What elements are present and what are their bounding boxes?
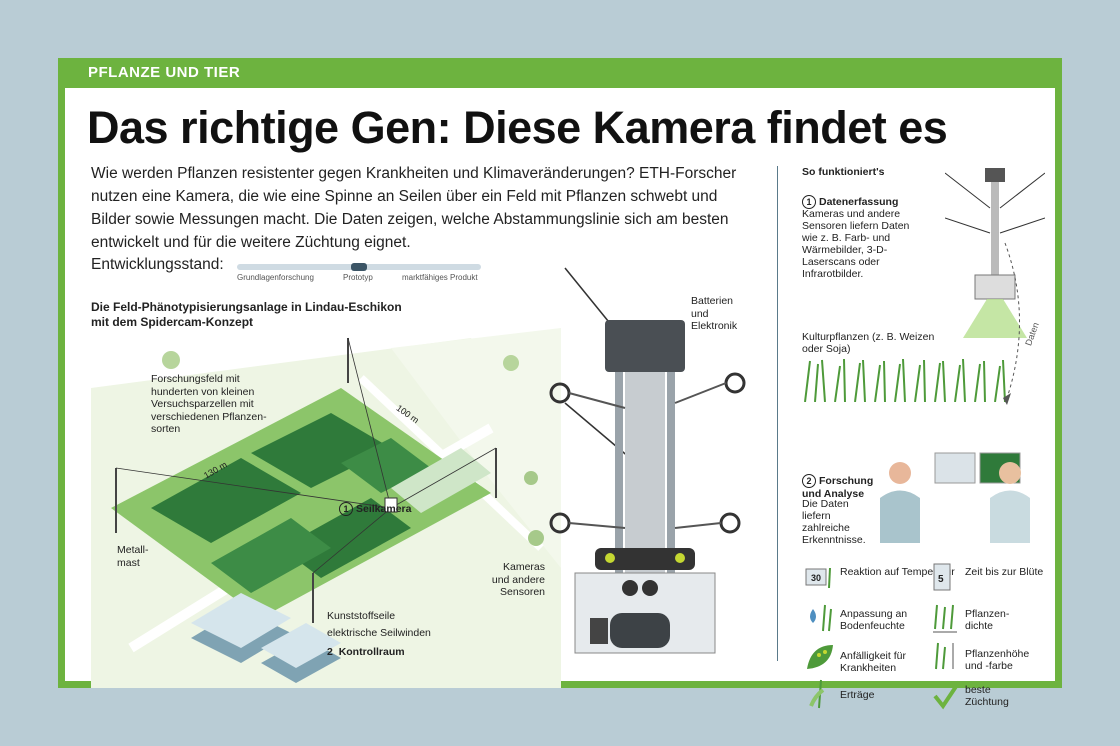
insight-plant-height: Pflanzenhöhe und -farbe: [965, 648, 1030, 672]
field-illustration: [91, 328, 561, 688]
plant-density-icon: [933, 604, 957, 633]
winches-label: elektrische Seilwinden: [327, 627, 431, 639]
field-title: Die Feld-Phänotypisierungsanlage in Lind…: [91, 300, 402, 329]
step2-text: Die Daten liefern zahlreiche Erkenntniss…: [802, 498, 866, 546]
category-label: PFLANZE UND TIER: [88, 64, 241, 81]
insight-bloom-time: Zeit bis zur Blüte: [965, 566, 1044, 578]
insight-soil-moisture: Anpassung an Bodenfeuchte: [840, 608, 908, 632]
control-room-label: 2 Kontrollraum: [327, 646, 405, 658]
leaf-disease-icon: [807, 645, 833, 669]
thermometer-icon: [805, 567, 831, 589]
headline: Das richtige Gen: Diese Kamera findet es: [87, 102, 948, 153]
calendar-badge: 5: [938, 574, 944, 585]
intro-text: Wie werden Pflanzen resistenter gegen Kr…: [91, 165, 737, 251]
insight-yield: Erträge: [840, 689, 875, 701]
research-field-label: Forschungsfeld mit hunderten von kleinen…: [151, 373, 267, 435]
mini-camera-illustration: [945, 168, 1045, 338]
development-track: [237, 263, 481, 271]
plastic-ropes-label: Kunststoffseile: [327, 610, 396, 622]
yield-icon: [809, 679, 825, 709]
how-title: So funktioniert's: [802, 166, 885, 178]
water-drop-icon: [810, 604, 832, 632]
mast-label: Metall-mast: [117, 544, 149, 569]
thermometer-badge: 30: [811, 573, 822, 583]
insight-plant-density: Pflanzen-dichte: [965, 608, 1010, 632]
insight-temperature: Reaktion auf Temperatur: [840, 566, 955, 578]
insight-best-breeding: beste Züchtung: [965, 684, 1009, 708]
insight-disease: Anfälligkeit für Krankheiten: [840, 650, 906, 674]
content-panel: Das richtige Gen: Diese Kamera findet es…: [65, 88, 1055, 710]
column-divider: [777, 166, 778, 661]
stage-label: Grundlagenforschung: [237, 273, 314, 282]
development-label: Entwicklungsstand:: [91, 256, 224, 273]
step1-text: Kameras und andere Sensoren liefern Date…: [802, 208, 910, 280]
stage-label: Prototyp: [343, 273, 373, 282]
battery-label: Batterien und Elektronik: [691, 295, 738, 332]
stage-label: marktfähiges Produkt: [402, 273, 478, 282]
sensors-label: Kameras und andere Sensoren: [491, 561, 545, 598]
crops-label: Kulturpflanzen (z. B. Weizen oder Soja): [802, 331, 935, 355]
data-arrow: [1003, 242, 1020, 405]
researchers-illustration: [880, 452, 1030, 543]
crops-illustration: [804, 358, 1006, 402]
calendar-icon: [933, 563, 951, 591]
infographic-card: PFLANZE UND TIER Das richtige Gen: Diese…: [58, 58, 1062, 710]
development-marker: [351, 263, 367, 271]
camera-illustration: [549, 267, 746, 654]
category-banner: PFLANZE UND TIER: [58, 58, 1062, 88]
checkmark-icon: [933, 680, 961, 710]
plant-height-icon: [935, 642, 954, 670]
